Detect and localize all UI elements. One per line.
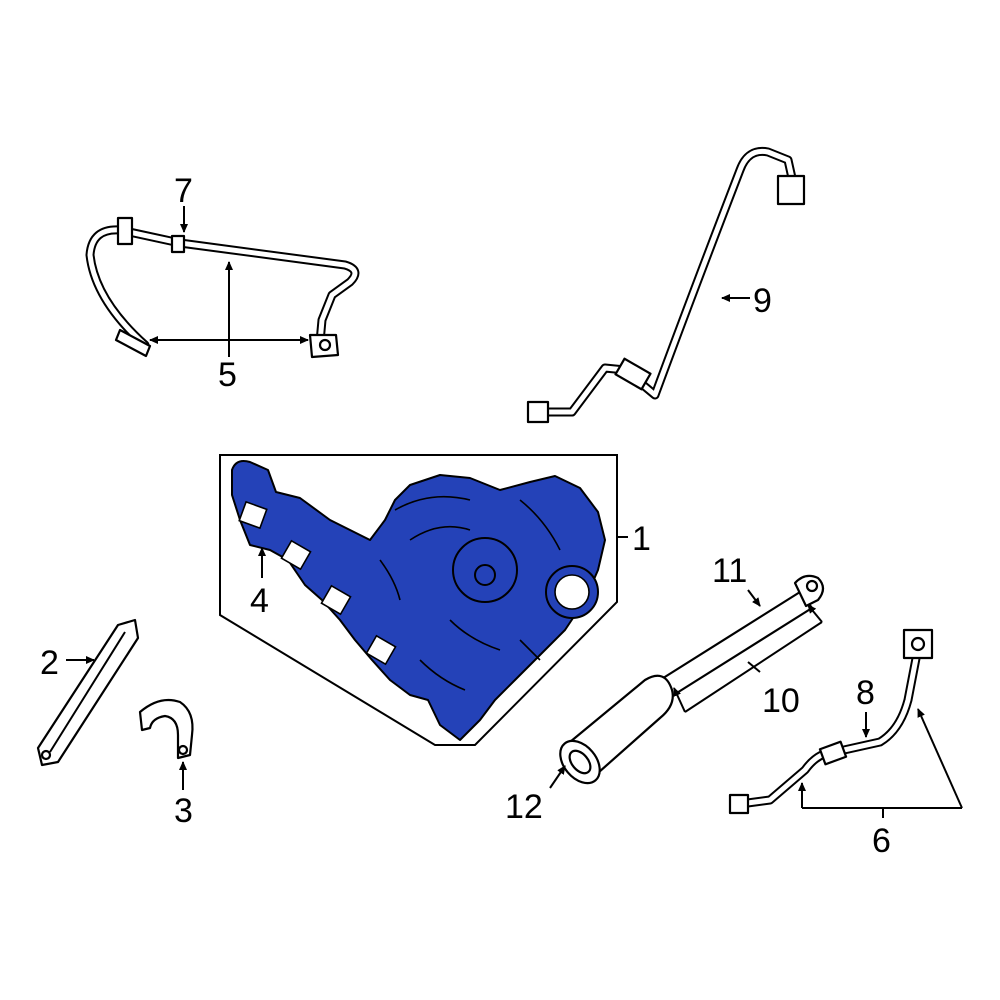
return-line-top-bolt xyxy=(910,636,926,652)
callout-4[interactable]: 4 xyxy=(250,582,269,620)
banjo-bolt xyxy=(318,338,332,352)
hose-end xyxy=(114,328,152,358)
coolant-line-part[interactable] xyxy=(526,146,806,424)
compressor-outlet-inner xyxy=(554,574,590,610)
turbine-hub xyxy=(474,564,496,586)
exhaust-manifold-body xyxy=(231,460,606,741)
callout-3[interactable]: 3 xyxy=(174,792,193,830)
leader-10-label xyxy=(747,661,761,673)
callout-11[interactable]: 11 xyxy=(712,552,747,590)
manifold-port-2 xyxy=(280,539,312,571)
callout-labels: 1 2 3 4 5 6 7 8 9 10 11 12 xyxy=(40,172,891,860)
support-bracket-hole xyxy=(40,749,52,761)
coolant-line-top-nut xyxy=(776,174,806,206)
line-clip xyxy=(170,234,186,254)
callout-2[interactable]: 2 xyxy=(40,644,59,682)
oil-line-hose-inner xyxy=(87,227,358,348)
support-bracket-part[interactable] xyxy=(36,618,140,767)
callout-8[interactable]: 8 xyxy=(856,674,875,712)
coolant-line-sleeve xyxy=(614,357,652,391)
manifold-port-3 xyxy=(320,584,352,616)
manifold-port-4 xyxy=(365,634,397,666)
resonator-part[interactable] xyxy=(552,674,674,791)
outlet-pipe-port xyxy=(805,579,819,593)
callout-10[interactable]: 10 xyxy=(762,682,800,720)
callout-12[interactable]: 12 xyxy=(505,788,543,826)
leader-6-right-up xyxy=(917,708,963,809)
outlet-pipe-part[interactable] xyxy=(658,574,825,698)
manifold-port-1 xyxy=(238,500,268,530)
clamp-shape xyxy=(138,698,194,760)
return-line-bottom-nut xyxy=(728,793,750,815)
callout-7[interactable]: 7 xyxy=(174,172,193,210)
leader-lines xyxy=(66,206,963,818)
callout-1[interactable]: 1 xyxy=(632,520,651,558)
leader-10-top xyxy=(807,604,823,623)
leader-11 xyxy=(747,589,761,607)
callout-9[interactable]: 9 xyxy=(753,282,772,320)
clamp-part[interactable] xyxy=(138,698,194,760)
leader-10-low xyxy=(673,687,686,713)
return-line-tube xyxy=(735,643,923,809)
turbocharger-assembly-part[interactable] xyxy=(219,454,618,746)
return-line-sleeve xyxy=(818,740,848,766)
hose-clamp xyxy=(116,216,134,246)
resonator-end-inner xyxy=(568,749,592,775)
coolant-line-tube-inner xyxy=(537,148,795,415)
turbo-details xyxy=(379,495,561,691)
turbocharger-frame xyxy=(219,454,618,746)
support-bracket-detail xyxy=(49,631,126,753)
return-line-part[interactable] xyxy=(728,628,934,815)
resonator-shape xyxy=(568,674,674,782)
callout-6[interactable]: 6 xyxy=(872,822,891,860)
coolant-line-bottom-nut xyxy=(526,400,550,424)
leader-12 xyxy=(549,765,566,789)
clamp-hole xyxy=(177,744,189,756)
oil-line-assembly-part[interactable] xyxy=(85,216,360,359)
callout-5[interactable]: 5 xyxy=(218,356,237,394)
